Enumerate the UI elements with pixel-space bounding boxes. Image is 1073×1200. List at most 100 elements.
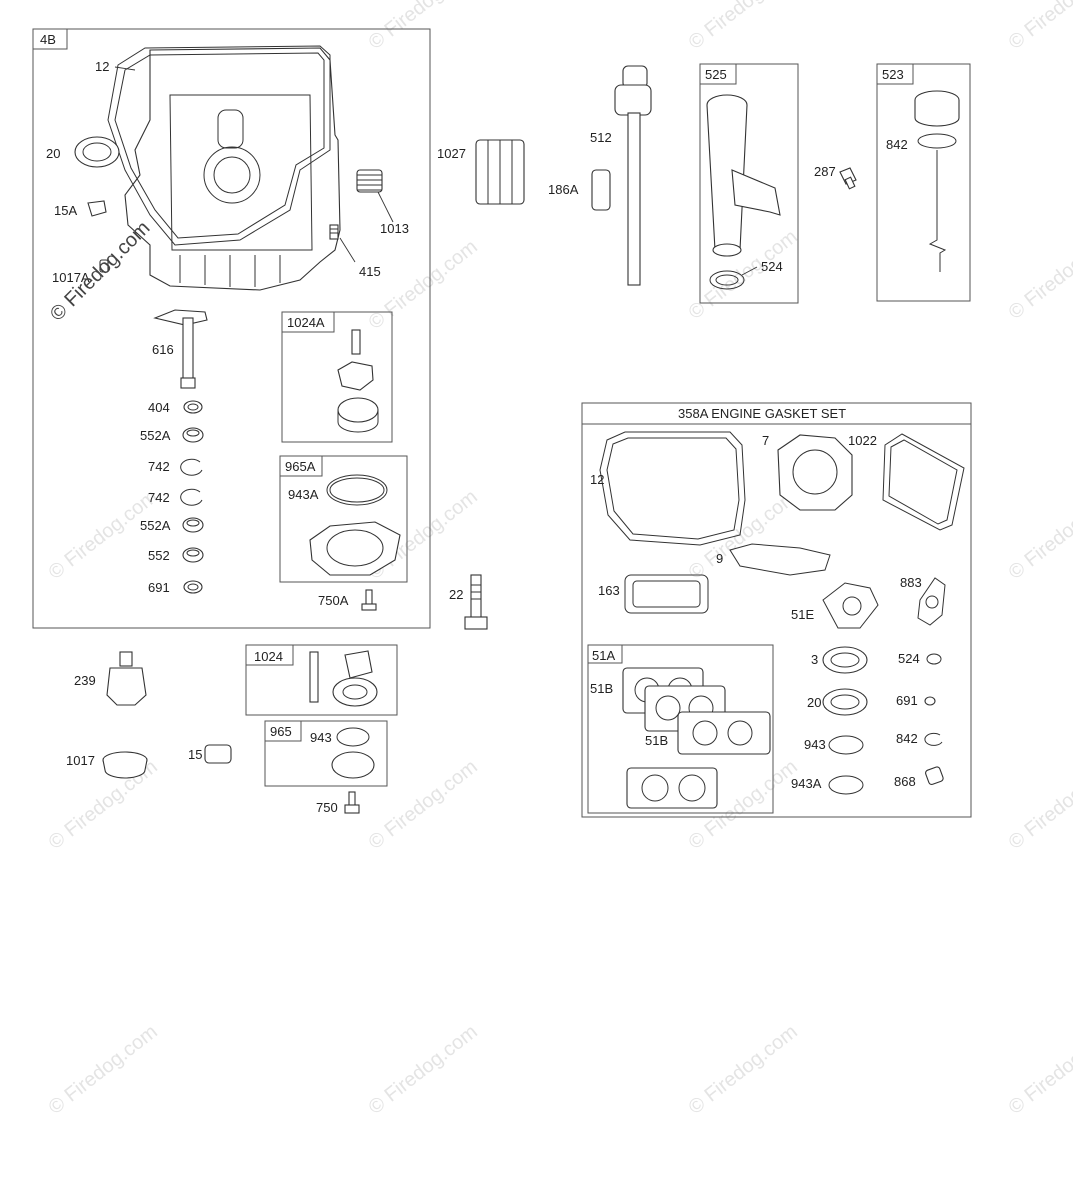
box-title-4B: 4B: [40, 32, 56, 47]
watermark: © Firedog.com: [1005, 0, 1073, 54]
part-22-bolt: [464, 574, 488, 630]
part-3-seal: [822, 646, 868, 674]
part-15-plug: [204, 744, 232, 764]
label-1027: 1027: [437, 146, 466, 161]
part-616-shaft: [153, 309, 208, 389]
box-title-51A: 51A: [592, 648, 615, 663]
box-title-1024A: 1024A: [287, 315, 325, 330]
watermark: © Firedog.com: [365, 0, 482, 54]
label-750A: 750A: [318, 593, 349, 608]
pump-outer-rotor-2: [332, 677, 378, 707]
label-742: 742: [148, 459, 170, 474]
part-186A: [591, 169, 611, 211]
gasket-12: [107, 45, 331, 246]
box-title-523: 523: [882, 67, 904, 82]
gasket-9: [729, 543, 831, 576]
watermark: © Firedog.com: [1005, 226, 1073, 324]
watermark: © Firedog.com: [45, 1021, 162, 1119]
label-287: 287: [814, 164, 836, 179]
part-943-oring-a: [336, 727, 370, 747]
label-1017A: 1017A: [52, 270, 90, 285]
label-1017: 1017: [66, 753, 95, 768]
label-15A: 15A: [54, 203, 77, 218]
pump-cover: [309, 521, 401, 576]
pump-outer-rotor: [337, 397, 379, 433]
watermark: © Firedog.com: [1005, 1021, 1073, 1119]
gasket-163: [624, 574, 709, 614]
box-525: 525: [699, 63, 799, 304]
part-552A-a: [182, 427, 204, 443]
gasket-12-b: [599, 431, 746, 546]
part-691-b: [924, 696, 936, 706]
label-7: 7: [762, 433, 769, 448]
label-616: 616: [152, 342, 174, 357]
label-691: 691: [148, 580, 170, 595]
box-523: 523: [876, 63, 971, 302]
watermark: © Firedog.com: [365, 236, 482, 334]
part-1017A: [99, 259, 109, 273]
label-943: 943: [804, 737, 826, 752]
part-943A-oring: [326, 474, 388, 506]
gasket-51B-c: [677, 711, 771, 755]
part-1013: [356, 169, 383, 193]
part-943A-oring-b: [828, 775, 864, 795]
watermark: © Firedog.com: [685, 1021, 802, 1119]
part-524-seal-b: [926, 653, 942, 665]
label-51E: 51E: [791, 607, 814, 622]
watermark: © Firedog.com: [365, 756, 482, 854]
label-15: 15: [188, 747, 202, 762]
gasket-51B-d: [626, 767, 718, 809]
label-943A: 943A: [791, 776, 822, 791]
part-943-oring-b: [828, 735, 864, 755]
part-15A-plug: [87, 200, 107, 217]
box-title-965: 965: [270, 724, 292, 739]
part-552A-b: [182, 517, 204, 533]
gasket-883: [917, 577, 946, 626]
label-524: 524: [898, 651, 920, 666]
part-868-cap: [925, 766, 944, 786]
label-691: 691: [896, 693, 918, 708]
label-186A: 186A: [548, 182, 579, 197]
watermark: © Firedog.com: [45, 486, 162, 584]
part-742-a: [180, 458, 203, 476]
box-965: 965: [264, 720, 388, 787]
part-524-seal-a: [709, 270, 745, 290]
box-51A: 51A: [587, 644, 774, 814]
watermark: © Firedog.com: [365, 1021, 482, 1119]
pump-inner-rotor: [337, 361, 374, 391]
label-404: 404: [148, 400, 170, 415]
part-750A-bolt: [361, 589, 377, 611]
part-20-seal: [74, 136, 120, 168]
label-883: 883: [900, 575, 922, 590]
label-750: 750: [316, 800, 338, 815]
label-842: 842: [896, 731, 918, 746]
part-750-bolt: [344, 791, 360, 814]
dipstick-blade: [928, 150, 947, 272]
label-3: 3: [811, 652, 818, 667]
part-287-screw: [839, 167, 857, 190]
label-842: 842: [886, 137, 908, 152]
part-415: [329, 224, 339, 240]
watermark: © Firedog.com: [1005, 756, 1073, 854]
label-524: 524: [761, 259, 783, 274]
oil-fill-tube: [706, 94, 781, 257]
gasket-7-head: [777, 434, 853, 511]
part-1017-cap: [102, 751, 148, 779]
part-239-switch: [106, 651, 147, 706]
pump-pin-2: [309, 651, 319, 703]
dipstick-cap: [914, 90, 960, 127]
part-552: [182, 547, 204, 563]
part-842-oring-a: [917, 133, 957, 149]
box-title-358A: 358A ENGINE GASKET SET: [678, 406, 846, 421]
crankcase-sump: [124, 47, 341, 291]
box-358A-engine-gasket-set: 358A ENGINE GASKET SET: [581, 402, 972, 818]
label-20: 20: [807, 695, 821, 710]
gasket-1022: [882, 433, 965, 531]
label-9: 9: [716, 551, 723, 566]
box-title-525: 525: [705, 67, 727, 82]
label-415: 415: [359, 264, 381, 279]
watermark: © Firedog.com: [685, 486, 802, 584]
label-12: 12: [590, 472, 604, 487]
part-742-b: [180, 488, 203, 506]
